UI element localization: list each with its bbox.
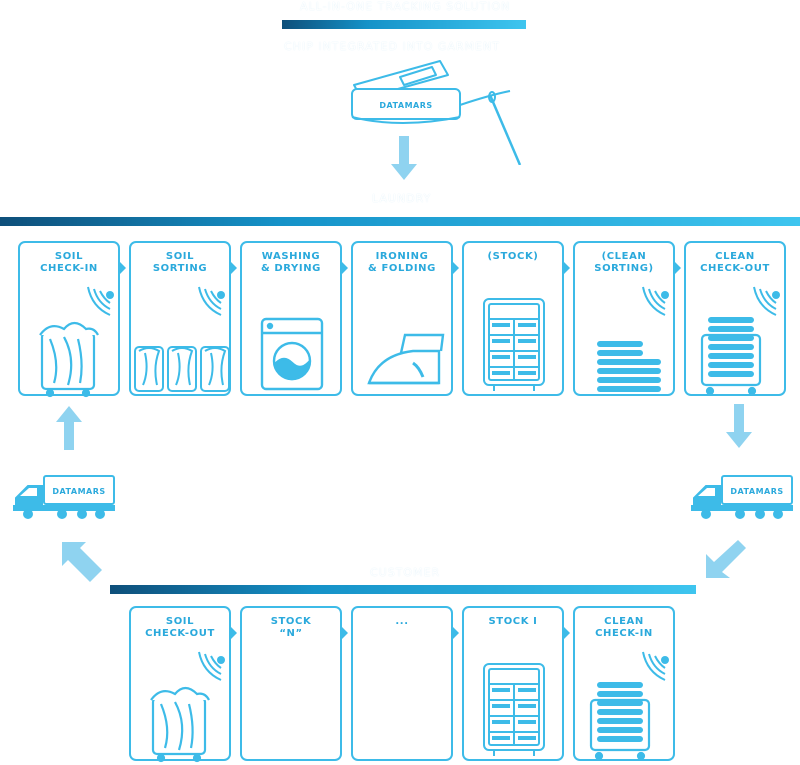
step-arrow-icon xyxy=(341,626,348,640)
step-arrow-icon xyxy=(563,626,570,640)
step-arrow-icon xyxy=(119,261,126,275)
laundry-bag-icon xyxy=(39,286,114,398)
diagonal-arrow-left-icon xyxy=(62,542,102,582)
down-arrow-right-icon xyxy=(726,404,752,448)
clean-cart-icon xyxy=(700,286,780,396)
chip-tag-icon: DATAMARS xyxy=(351,60,522,165)
customer-step-label: SOIL CHECK-OUT xyxy=(145,616,215,639)
laundry-step-card: WASHING & DRYING xyxy=(240,241,348,396)
step-arrow-icon xyxy=(341,261,348,275)
clean-cart-icon xyxy=(589,651,669,761)
washing-machine-icon xyxy=(260,317,324,391)
delivery-truck-right-icon: DATAMARS xyxy=(691,475,793,519)
laundry-step-label: SOIL SORTING xyxy=(152,251,208,274)
laundry-step-label: CLEAN CHECK-OUT xyxy=(700,251,770,274)
laundry-step-label: WASHING & DRYING xyxy=(261,251,321,274)
step-arrow-icon xyxy=(452,261,459,275)
customer-step-label: CLEAN CHECK-IN xyxy=(595,616,653,639)
step-arrow-icon xyxy=(230,626,237,640)
truck-left-label: DATAMARS xyxy=(52,487,105,496)
customer-step-label: STOCK I xyxy=(488,616,538,627)
laundry-section-label: LAUNDRY xyxy=(372,192,432,205)
laundry-step-card: CLEAN CHECK-OUT xyxy=(684,241,786,396)
iron-icon xyxy=(367,333,445,385)
customer-step-label: STOCK “N” xyxy=(270,616,312,639)
delivery-truck-left-icon: DATAMARS xyxy=(13,475,115,519)
laundry-step-card: (STOCK) xyxy=(462,241,570,396)
customer-step-label: ... xyxy=(395,616,409,627)
step-arrow-icon xyxy=(452,626,459,640)
down-arrow-icon xyxy=(391,136,417,180)
customer-step-card: SOIL CHECK-OUT xyxy=(129,606,237,763)
laundry-step-label: (STOCK) xyxy=(487,251,539,262)
top-subtitle: CHIP INTEGRATED INTO GARMENT xyxy=(284,40,500,53)
laundry-step-card: SOIL CHECK-IN xyxy=(18,241,126,398)
laundry-step-label: (CLEAN SORTING) xyxy=(594,251,654,274)
step-arrow-icon xyxy=(674,261,681,275)
laundry-step-card: IRONING & FOLDING xyxy=(351,241,459,396)
customer-section-label: CUSTOMER xyxy=(370,566,441,579)
truck-right-label: DATAMARS xyxy=(730,487,783,496)
customer-section-bar xyxy=(110,585,696,594)
stock-shelf-icon xyxy=(483,298,545,391)
laundry-step-card: SOIL SORTING xyxy=(129,241,237,396)
customer-step-card: STOCK I xyxy=(462,606,570,761)
customer-step-card: CLEAN CHECK-IN xyxy=(573,606,675,761)
stock-shelf-icon xyxy=(483,663,545,756)
diagonal-arrow-right-icon xyxy=(706,540,746,578)
laundry-step-label: SOIL CHECK-IN xyxy=(40,251,98,274)
top-title-bar xyxy=(282,20,526,29)
customer-step-card: ... xyxy=(351,606,459,761)
folded-stack-icon xyxy=(597,286,669,392)
step-arrow-icon xyxy=(230,261,237,275)
top-title: ALL-IN-ONE TRACKING SOLUTION xyxy=(300,0,511,13)
step-arrow-icon xyxy=(563,261,570,275)
laundry-step-label: IRONING & FOLDING xyxy=(368,251,436,274)
laundry-section-bar xyxy=(0,217,800,226)
laundry-bag-icon xyxy=(150,651,225,763)
tag-text: DATAMARS xyxy=(379,101,432,110)
up-arrow-icon xyxy=(56,406,82,450)
sorting-bins-icon xyxy=(134,286,230,392)
customer-step-card: STOCK “N” xyxy=(240,606,348,761)
laundry-step-card: (CLEAN SORTING) xyxy=(573,241,681,396)
